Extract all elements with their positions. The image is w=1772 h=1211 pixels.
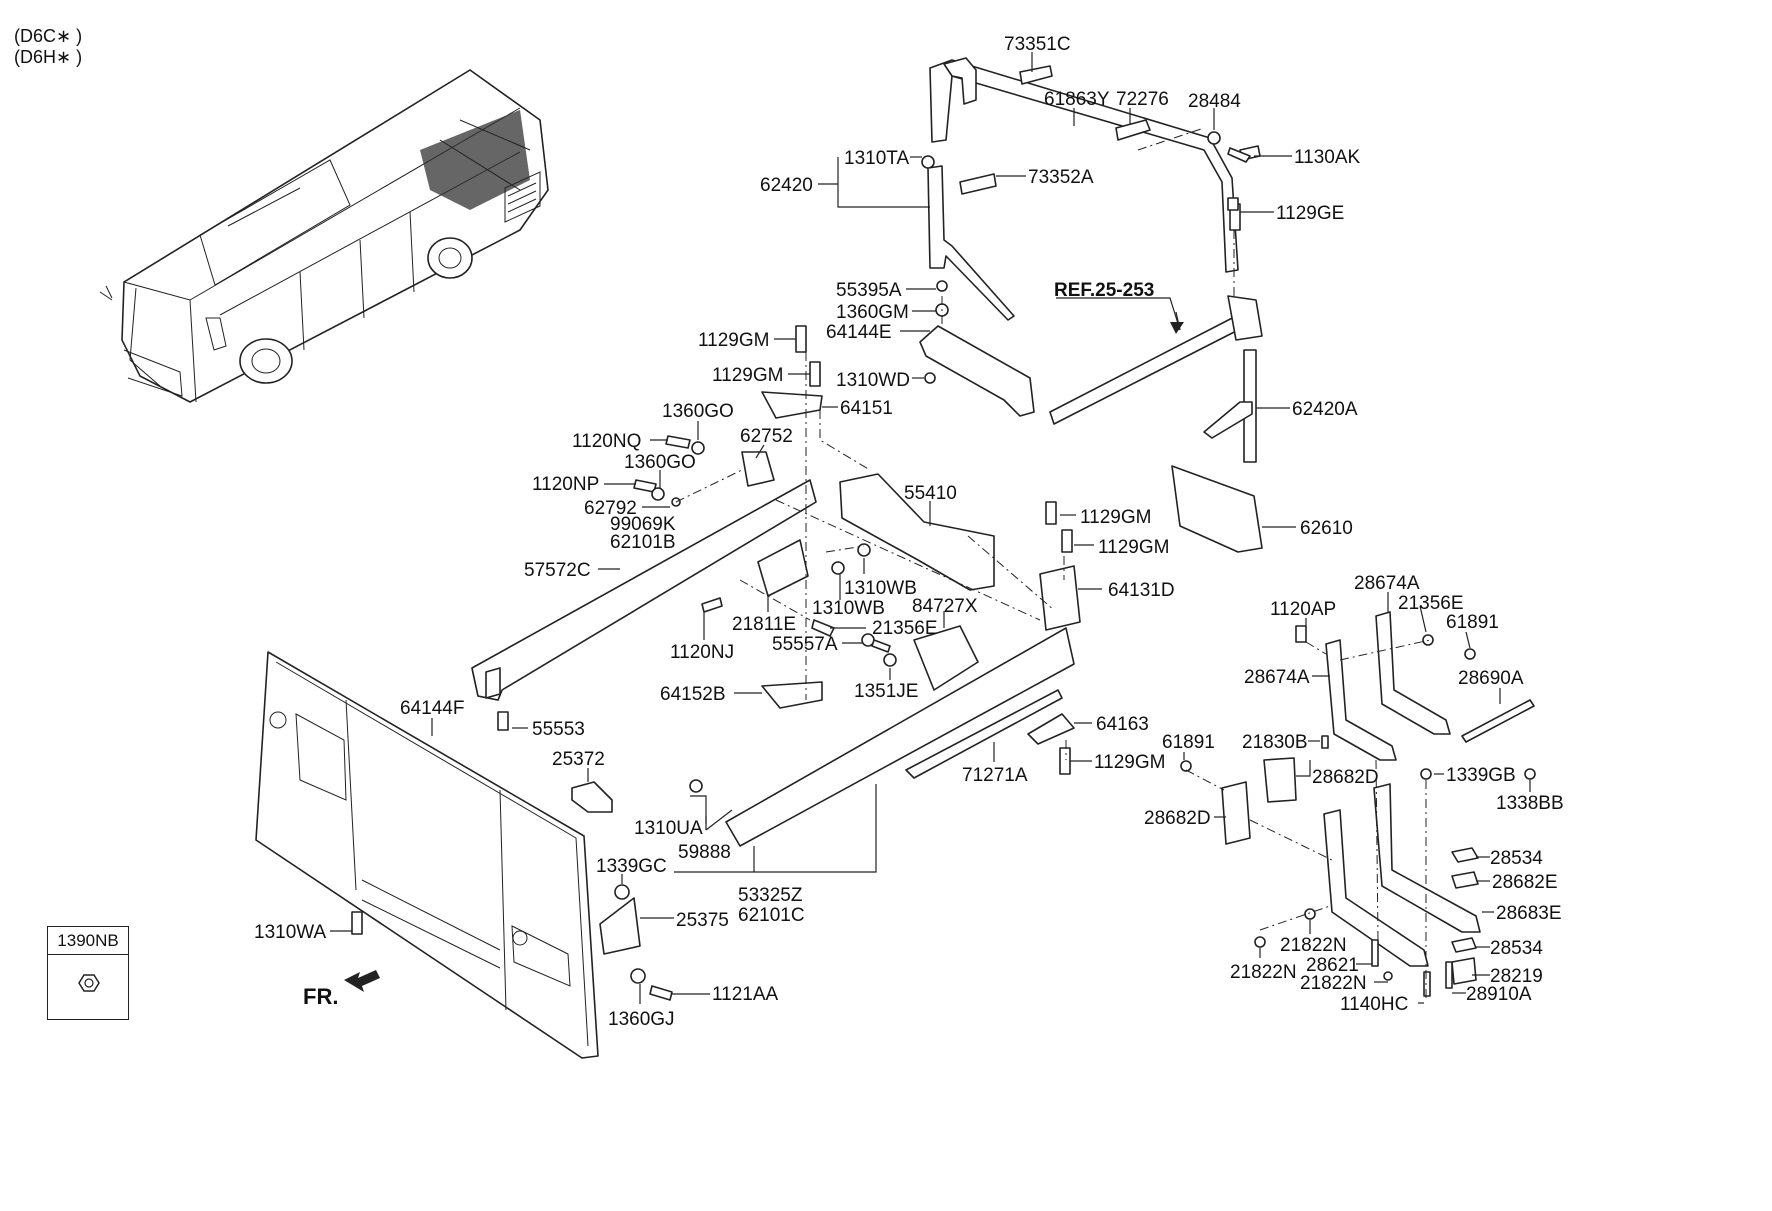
- label-1129GM-a: 1129GM: [698, 330, 769, 351]
- label-62610: 62610: [1300, 518, 1353, 539]
- part-labels: 73351C 61863Y 72276 28484 1130AK 1310TA …: [254, 34, 1564, 1030]
- label-55410: 55410: [904, 483, 957, 504]
- label-25375: 25375: [676, 910, 729, 931]
- label-1129GM-d: 1129GM: [1098, 537, 1169, 558]
- label-62420: 62420: [760, 175, 813, 196]
- legend-code: 1390NB: [48, 927, 128, 955]
- label-1338BB: 1338BB: [1496, 793, 1564, 814]
- label-21822N-c: 21822N: [1230, 962, 1297, 983]
- label-28682D-b: 28682D: [1144, 808, 1211, 829]
- label-62101C: 62101C: [738, 905, 805, 926]
- assembly-centerlines: [675, 127, 1431, 1000]
- label-1120NQ: 1120NQ: [572, 431, 641, 452]
- label-1129GM-c: 1129GM: [1080, 507, 1151, 528]
- label-1129GM-e: 1129GM: [1094, 752, 1165, 773]
- label-62752: 62752: [740, 426, 793, 447]
- label-28682E: 28682E: [1492, 872, 1558, 893]
- label-28674A-a: 28674A: [1354, 573, 1420, 594]
- label-1360GO-a: 1360GO: [662, 401, 734, 422]
- label-53325Z: 53325Z: [738, 885, 803, 906]
- label-64152B: 64152B: [660, 684, 726, 705]
- label-1310TA: 1310TA: [844, 148, 909, 169]
- label-1120NP: 1120NP: [532, 474, 599, 495]
- label-64131D: 64131D: [1108, 580, 1175, 601]
- label-1120NJ: 1120NJ: [670, 642, 734, 663]
- front-direction-label: FR.: [303, 984, 339, 1009]
- label-62420A: 62420A: [1292, 399, 1358, 420]
- label-73351C: 73351C: [1004, 34, 1071, 55]
- label-61891-b: 61891: [1162, 732, 1215, 753]
- label-1339GC: 1339GC: [596, 856, 667, 877]
- label-21830B: 21830B: [1242, 732, 1308, 753]
- legend-box: 1390NB: [47, 926, 129, 1020]
- label-55557A: 55557A: [772, 634, 838, 655]
- label-64163: 64163: [1096, 714, 1149, 735]
- label-99069K: 99069K: [610, 514, 676, 535]
- label-72276: 72276: [1116, 89, 1169, 110]
- label-64144E: 64144E: [826, 322, 892, 343]
- upper-frame-assembly: [919, 57, 1263, 553]
- label-64144F: 64144F: [400, 698, 464, 719]
- label-21822N-a: 21822N: [1280, 935, 1347, 956]
- leader-lines: [330, 52, 1531, 1004]
- label-84727X: 84727X: [912, 596, 978, 617]
- reference-label: REF.25-253: [1054, 280, 1154, 301]
- label-1360GJ: 1360GJ: [608, 1009, 675, 1030]
- label-1130AK: 1130AK: [1294, 147, 1361, 168]
- label-55395A: 55395A: [836, 280, 902, 301]
- label-21356E-b: 21356E: [1398, 593, 1464, 614]
- label-28621: 28621: [1306, 955, 1359, 976]
- label-1129GM-b: 1129GM: [712, 365, 783, 386]
- front-direction-arrow-icon: [344, 970, 380, 992]
- label-57572C: 57572C: [524, 560, 591, 581]
- label-1140HC: 1140HC: [1340, 994, 1408, 1015]
- nut-icon: [78, 974, 100, 992]
- chassis-frame: [471, 391, 1081, 955]
- label-28910A: 28910A: [1466, 984, 1532, 1005]
- label-1339GB: 1339GB: [1446, 765, 1516, 786]
- label-25372: 25372: [552, 749, 605, 770]
- label-1351JE: 1351JE: [854, 681, 918, 702]
- label-59888: 59888: [678, 842, 731, 863]
- label-1310WB-b: 1310WB: [812, 598, 885, 619]
- label-28674A-b: 28674A: [1244, 667, 1310, 688]
- fasteners: [351, 131, 1536, 1001]
- label-55553: 55553: [532, 719, 585, 740]
- label-21356E-a: 21356E: [872, 618, 938, 639]
- label-28219: 28219: [1490, 966, 1543, 987]
- label-64151: 64151: [840, 398, 893, 419]
- label-1310WB-a: 1310WB: [844, 578, 917, 599]
- label-28534-a: 28534: [1490, 848, 1543, 869]
- label-1129GE: 1129GE: [1276, 203, 1344, 224]
- bus-illustration-icon: [99, 69, 549, 403]
- label-1360GO-b: 1360GO: [624, 452, 696, 473]
- variant-d6h: (D6H∗ ): [14, 47, 83, 67]
- label-61891-a: 61891: [1446, 612, 1499, 633]
- reference-arrow-icon: [1170, 322, 1184, 334]
- label-1120AP: 1120AP: [1270, 599, 1336, 620]
- label-62101B: 62101B: [610, 532, 676, 553]
- label-71271A: 71271A: [962, 765, 1028, 786]
- label-21811E: 21811E: [732, 614, 796, 635]
- label-62792: 62792: [584, 498, 637, 519]
- label-1310WD: 1310WD: [836, 370, 910, 391]
- label-28690A: 28690A: [1458, 668, 1524, 689]
- front-panel: [255, 651, 599, 1059]
- label-1310WA: 1310WA: [254, 922, 326, 943]
- label-61863Y: 61863Y: [1044, 89, 1110, 110]
- variant-d6c: (D6C∗ ): [14, 26, 83, 46]
- label-28683E: 28683E: [1496, 903, 1562, 924]
- label-21822N-b: 21822N: [1300, 973, 1367, 994]
- label-1360GM: 1360GM: [836, 302, 909, 323]
- label-28484: 28484: [1188, 91, 1241, 112]
- label-28534-b: 28534: [1490, 938, 1543, 959]
- label-1121AA: 1121AA: [712, 984, 779, 1005]
- label-73352A: 73352A: [1028, 167, 1094, 188]
- label-1310UA: 1310UA: [634, 818, 703, 839]
- label-28682D-a: 28682D: [1312, 767, 1379, 788]
